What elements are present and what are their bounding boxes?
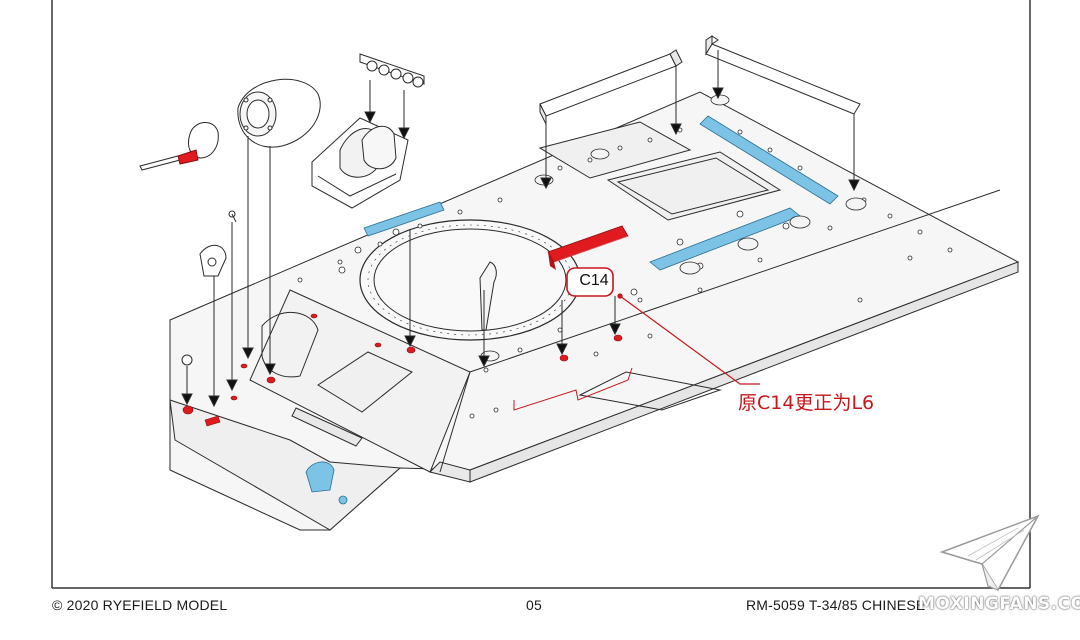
watermark-text: MOXINGFANS.COM [918,594,1080,614]
blue-bolt [338,495,348,505]
assembly-arrows [181,50,860,408]
callout-part-label: C14 [579,272,609,289]
correction-note: 原C14更正为L6 [738,392,875,414]
hinge-bar [359,53,425,88]
photo-etch-parts [305,115,839,505]
paper-plane-icon [939,514,1040,592]
headlight-housing [237,78,321,148]
turret-ring [359,219,581,341]
red-location-guide [513,367,633,411]
front-fender-strip [699,115,839,205]
tow-hook [199,210,237,277]
headlight-mount [139,122,219,171]
c14-part [547,225,629,270]
callout-leader [617,293,760,385]
rear-fender-strip [363,201,445,237]
model-code: RM-5059 T-34/85 CHINESE [746,597,926,613]
callout-box [566,267,614,297]
rear-bolt [181,354,193,366]
transmission-hatch [311,117,409,209]
red-attachment-points [182,111,623,427]
fuel-tank-rack-right [705,35,861,115]
page-number: 05 [526,597,542,613]
tow-hook-bracket [305,461,335,493]
copyright-text: © 2020 RYEFIELD MODEL [52,597,228,613]
deck-hatches [291,121,782,447]
